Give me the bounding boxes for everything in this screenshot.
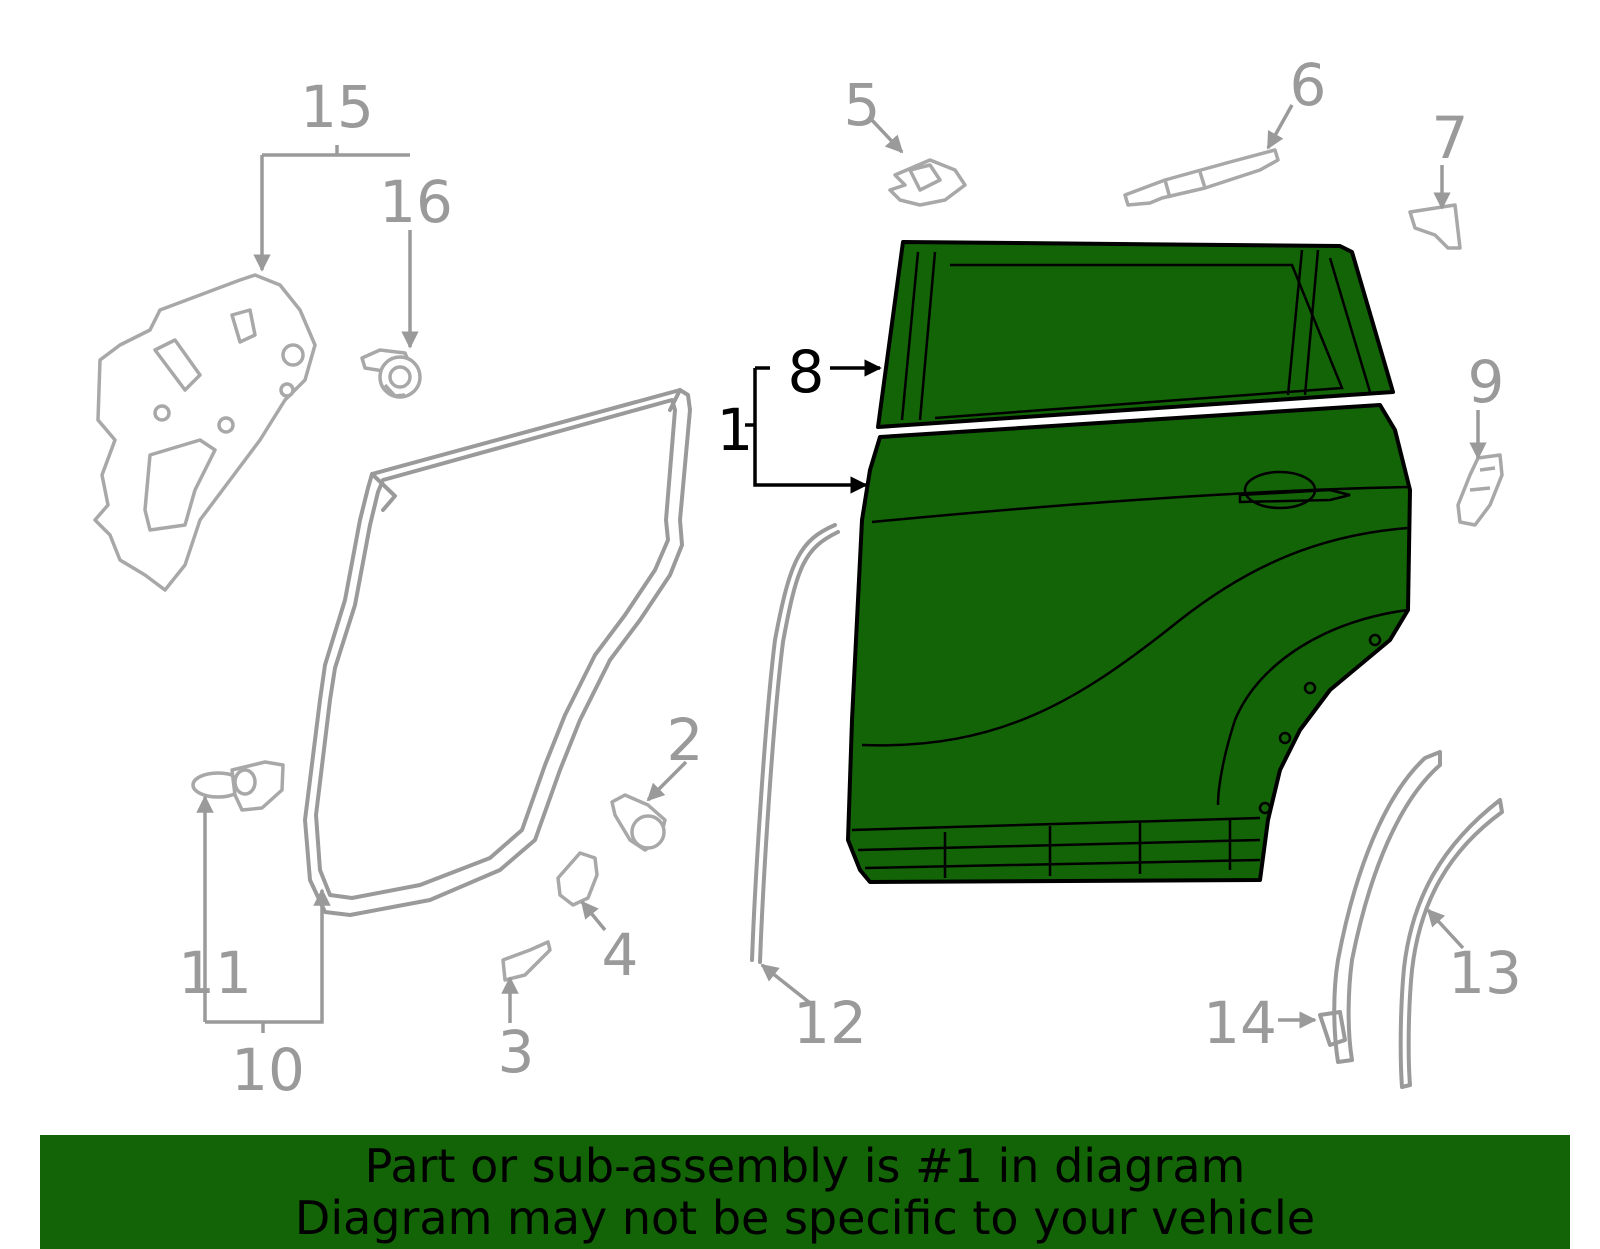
callout-7: 7 [1432,104,1469,172]
retainer-part-11[interactable] [191,760,285,812]
plug-part-4[interactable] [556,851,599,907]
clip-part-16[interactable] [360,348,422,399]
end-cap-part-9[interactable] [1456,453,1504,527]
weatherstrip-part-10[interactable] [303,388,692,917]
callout-12: 12 [793,989,867,1057]
door-shell-part-1[interactable] [846,403,1412,884]
stopper-part-2[interactable] [610,793,667,852]
callout-3: 3 [498,1018,535,1086]
seal-strip-part-12[interactable] [750,523,840,964]
info-banner: Part or sub-assembly is #1 in diagram Di… [40,1135,1570,1249]
callout-16: 16 [379,168,453,236]
banner-line-1: Part or sub-assembly is #1 in diagram [364,1139,1246,1193]
callout-14: 14 [1203,989,1277,1057]
callout-13: 13 [1448,939,1522,1007]
callout-9: 9 [1468,348,1505,416]
clip-part-3[interactable] [501,940,552,982]
callout-2: 2 [667,706,704,774]
trim-bracket-part-6[interactable] [1123,148,1280,207]
moulding-part-13[interactable] [1398,798,1504,1089]
trim-part-14[interactable] [1318,750,1442,1064]
window-frame-part-8[interactable] [876,240,1395,429]
callout-1: 1 [717,396,754,464]
callout-4: 4 [602,921,639,989]
bracket-part-7[interactable] [1408,203,1462,250]
callout-8: 8 [788,338,825,406]
callout-15: 15 [300,73,374,141]
callout-6: 6 [1290,51,1327,119]
callout-11: 11 [178,939,252,1007]
clip-part-5[interactable] [888,158,967,207]
banner-line-2: Diagram may not be specific to your vehi… [294,1191,1316,1245]
callout-10: 10 [231,1036,305,1104]
door-module-part-15[interactable] [93,273,317,592]
callout-5: 5 [844,71,881,139]
